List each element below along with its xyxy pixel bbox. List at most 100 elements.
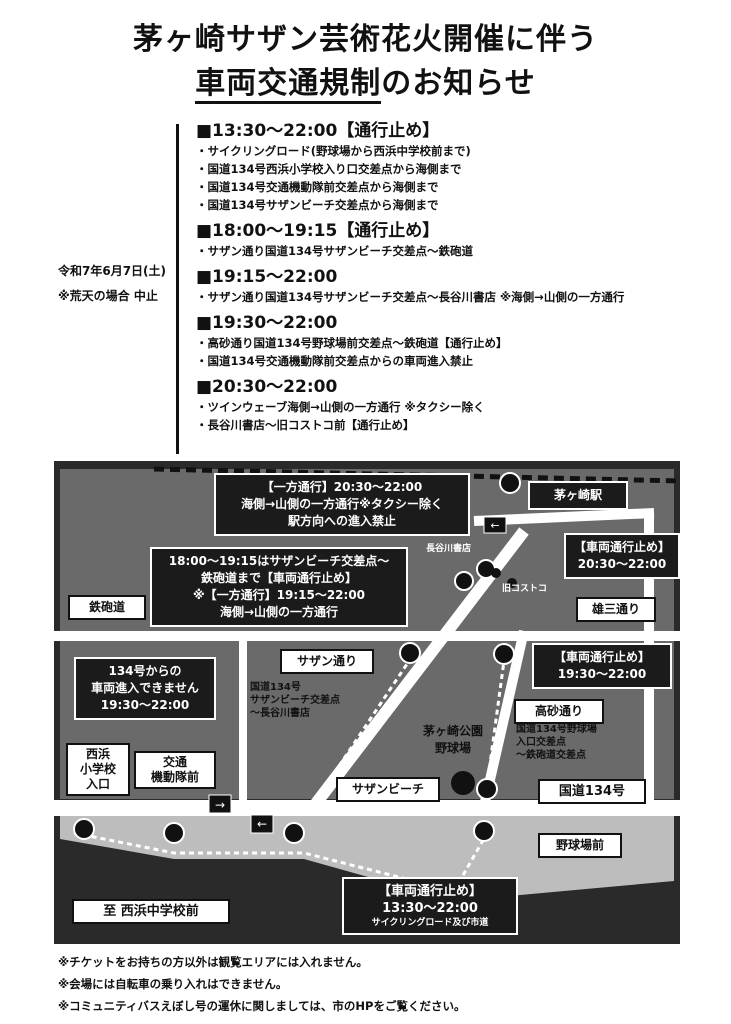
label-line: 小学校 — [79, 762, 116, 776]
southern-beach-label: サザンビーチ — [336, 777, 440, 802]
schedule-heading: ■13:30〜22:00【通行止め】 — [196, 121, 440, 141]
notice-line: 134号からの — [108, 664, 182, 678]
notice-line: 20:30〜22:00 — [577, 557, 667, 571]
stadium-line: 野球場 — [434, 741, 471, 755]
no-entry-icon — [283, 822, 305, 844]
desc-line: 国道134号 — [250, 682, 301, 693]
subtitle-emphasis: 車両交通規制 — [195, 66, 382, 104]
closed-route-cycling — [73, 820, 496, 893]
hasegawa-label: 長谷川書店 — [426, 544, 472, 554]
no-entry-notice: 134号からの 車両進入できません 19:30〜22:00 — [74, 657, 216, 720]
closed-2030-notice: 【車両通行止め】 20:30〜22:00 — [564, 533, 680, 579]
svg-text:←: ← — [257, 817, 267, 831]
notice-line: 車両進入できません — [91, 681, 199, 695]
schedule-item: ・長谷川書店〜旧コストコ前【通行止め】 — [196, 418, 415, 432]
closed-route-takasago — [485, 660, 506, 787]
road-kotsu — [239, 641, 247, 801]
schedule-block: ■20:30〜22:00 ・ツインウェーブ海側→山側の一方通行 ※タクシー除く … — [196, 376, 716, 434]
notice-line: 鉄砲道まで【車両通行止め】 — [200, 571, 357, 585]
schedule-block: ■19:15〜22:00 ・サザン通り国道134号サザンビーチ交差点〜長谷川書店… — [196, 266, 716, 306]
notice-line: 海側→山側の一方通行※タクシー除く — [241, 497, 443, 511]
schedule-item: ・国道134号交通機動隊前交差点から海側まで — [196, 180, 439, 194]
notice-line: 13:30〜22:00 — [382, 901, 478, 916]
schedule-block: ■18:00〜19:15【通行止め】 ・サザン通り国道134号サザンビーチ交差点… — [196, 220, 716, 260]
schedule-item: ・高砂通り国道134号野球場前交差点〜鉄砲道【通行止め】 — [196, 336, 508, 350]
schedule-block: ■19:30〜22:00 ・高砂通り国道134号野球場前交差点〜鉄砲道【通行止め… — [196, 312, 716, 370]
stadium-label: 茅ヶ崎公園 野球場 — [410, 723, 496, 757]
schedule-list: ■13:30〜22:00【通行止め】 ・サイクリングロード(野球場から西浜中学校… — [196, 120, 716, 440]
southern-dori-label: サザン通り — [280, 649, 374, 674]
traffic-map: → ← ← 【一方通行】20:30〜22:00 海側→山側の一方通行※タクシー除… — [54, 461, 680, 944]
note-line: ※コミュニティバスえぼし号の運休に関しましては、市のHPをご覧ください。 — [58, 999, 466, 1013]
nishihama-chu-label: 至 西浜中学校前 — [72, 899, 230, 924]
road-teppodo — [54, 631, 680, 641]
no-entry-icon — [476, 778, 498, 800]
subtitle-tail: のお知らせ — [381, 66, 536, 101]
label-line: 機動隊前 — [150, 770, 199, 784]
label-line: 入口 — [85, 777, 110, 791]
oneway-notice: 【一方通行】20:30〜22:00 海側→山側の一方通行※タクシー除く 駅方向へ… — [214, 473, 470, 536]
one-way-arrow-icon — [250, 814, 274, 834]
page-title: 茅ヶ崎サザン芸術花火開催に伴う — [133, 22, 598, 57]
schedule-heading: ■18:00〜19:15【通行止め】 — [196, 221, 440, 241]
hasegawa-marker — [491, 568, 501, 578]
schedule-item: ・国道134号サザンビーチ交差点から海側まで — [196, 198, 439, 212]
one-way-arrow-icon — [208, 794, 232, 814]
no-entry-icon — [163, 822, 185, 844]
teppodo-label: 鉄砲道 — [68, 595, 146, 620]
takasago-desc: 国道134号野球場 入口交差点 〜鉄砲道交差点 — [516, 723, 597, 762]
desc-line: サザンビーチ交差点 — [250, 695, 340, 706]
no-entry-icon — [454, 571, 474, 591]
desc-line: 国道134号野球場 — [516, 724, 597, 735]
no-entry-icon — [493, 643, 515, 665]
notice-line: 駅方向への進入禁止 — [287, 514, 396, 528]
no-entry-icon — [73, 818, 95, 840]
desc-line: 〜長谷川書店 — [250, 708, 310, 719]
southern-notice: 18:00〜19:15はサザンビーチ交差点〜 鉄砲道まで【車両通行止め】 ※【一… — [150, 547, 408, 627]
schedule-heading: ■19:15〜22:00 — [196, 267, 338, 287]
notice-line: 【車両通行止め】 — [377, 884, 482, 899]
schedule-divider — [176, 124, 179, 454]
schedule-block: ■13:30〜22:00【通行止め】 ・サイクリングロード(野球場から西浜中学校… — [196, 120, 716, 214]
schedule-item: ・サイクリングロード(野球場から西浜中学校前まで) — [196, 144, 471, 158]
desc-line: 〜鉄砲道交差点 — [516, 750, 586, 761]
desc-line: 入口交差点 — [516, 737, 566, 748]
nishihama-sho-label: 西浜 小学校 入口 — [66, 743, 130, 796]
costco-marker — [507, 578, 517, 588]
yuzo-label: 雄三通り — [576, 597, 656, 622]
stadium-line: 茅ヶ崎公園 — [422, 724, 483, 738]
route134-label: 国道134号 — [538, 779, 646, 804]
southern-route-desc: 国道134号 サザンビーチ交差点 〜長谷川書店 — [250, 681, 340, 720]
notice-line: ※【一方通行】19:15〜22:00 — [192, 588, 366, 602]
notice-line: 海側→山側の一方通行 — [219, 605, 339, 619]
label-line: 西浜 — [85, 747, 110, 761]
schedule-item: ・サザン通り国道134号サザンビーチ交差点〜長谷川書店 ※海側→山側の一方通行 — [196, 290, 625, 304]
label-line: 交通 — [162, 755, 187, 769]
schedule-item: ・ツインウェーブ海側→山側の一方通行 ※タクシー除く — [196, 400, 485, 414]
weather-note: ※荒天の場合 中止 — [58, 289, 158, 303]
note-line: ※チケットをお持ちの方以外は観覧エリアには入れません。 — [58, 955, 368, 969]
note-line: ※会場には自転車の乗り入れはできません。 — [58, 977, 288, 991]
closed-route-southern — [317, 660, 411, 797]
kotsu-label: 交通 機動隊前 — [134, 751, 216, 789]
station-label: 茅ヶ崎駅 — [528, 481, 628, 510]
notice-line: 19:30〜22:00 — [100, 698, 190, 712]
svg-text:←: ← — [490, 519, 499, 532]
schedule-item: ・サザン通り国道134号サザンビーチ交差点〜鉄砲道 — [196, 244, 474, 258]
no-entry-icon — [473, 820, 495, 842]
one-way-arrow-icon — [483, 516, 507, 534]
closed-1930-notice: 【車両通行止め】 19:30〜22:00 — [532, 643, 672, 689]
event-date: 令和7年6月7日(土) — [58, 264, 167, 278]
schedule-item: ・国道134号交通機動隊前交差点からの車両進入禁止 — [196, 354, 474, 368]
costco-label: 旧コストコ — [502, 584, 548, 594]
road-takasago — [479, 629, 529, 808]
notice-line: 【車両通行止め】 — [574, 540, 671, 554]
notice-line: 19:30〜22:00 — [557, 667, 647, 681]
page-subtitle: 車両交通規制のお知らせ — [0, 58, 731, 104]
yakyujo-mae-label: 野球場前 — [538, 833, 622, 858]
takasago-label: 高砂通り — [514, 699, 604, 724]
no-entry-icon — [399, 642, 421, 664]
notice-line: 【車両通行止め】 — [553, 650, 650, 664]
schedule-heading: ■20:30〜22:00 — [196, 377, 338, 397]
notice-line: 【一方通行】20:30〜22:00 — [261, 480, 423, 494]
